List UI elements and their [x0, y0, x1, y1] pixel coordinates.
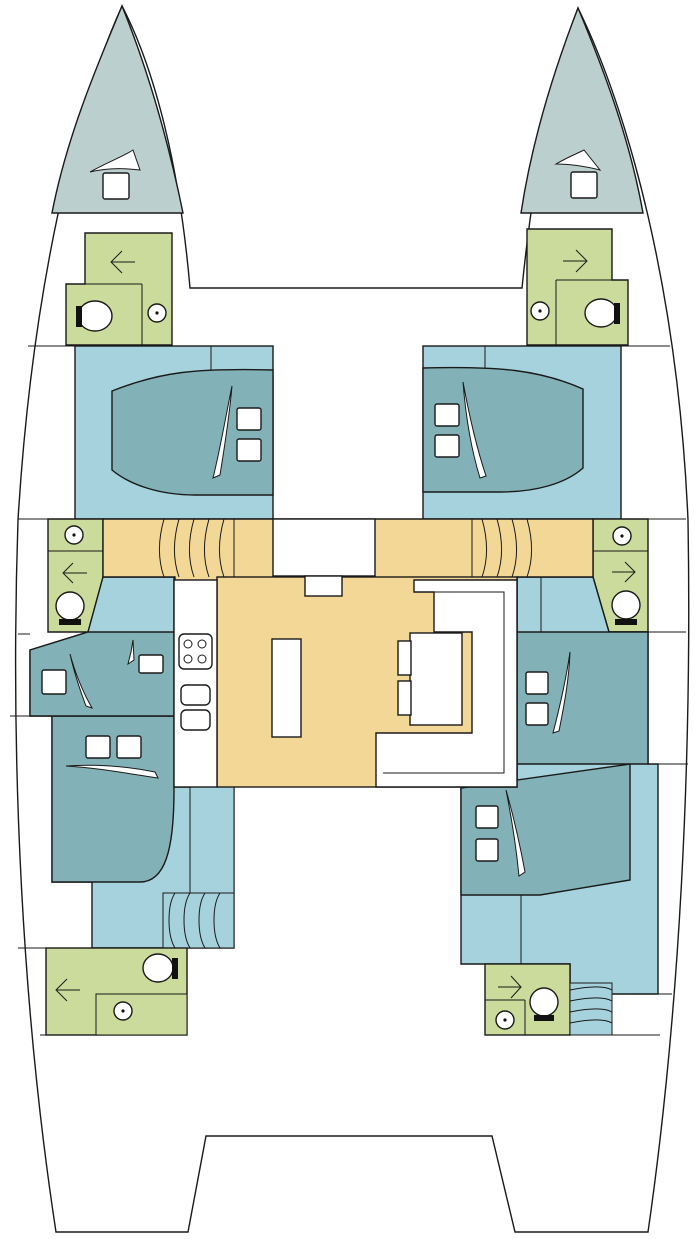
arrow-left-icon [55, 978, 80, 1002]
toilet-seat-icon [172, 958, 178, 979]
cabin-forward-port [74, 345, 274, 520]
pillow-icon [65, 764, 159, 779]
dinette-stool[interactable] [397, 640, 412, 676]
cockpit-edges [10, 345, 688, 1036]
nightstand-icon [475, 838, 499, 862]
nightstand-icon [236, 438, 262, 462]
nightstand-icon [41, 669, 67, 695]
toilet-icon [55, 591, 85, 621]
head-forward-starboard [526, 228, 629, 346]
arrow-right-icon [498, 975, 522, 999]
toilet-icon [77, 300, 113, 332]
cabin-forward-starboard [422, 345, 622, 520]
toilet-icon [142, 953, 174, 983]
locker-hatch-icon[interactable] [570, 171, 598, 199]
hatch-icon [554, 149, 602, 171]
double-berth[interactable] [422, 366, 584, 493]
forward-console [272, 518, 376, 577]
nightstand-icon [116, 735, 142, 759]
nightstand-icon [434, 403, 460, 427]
head-mid-port [47, 518, 104, 633]
nightstand-icon [475, 805, 499, 829]
toilet-icon [529, 987, 559, 1017]
companionway-steps-port[interactable] [159, 518, 235, 578]
toilet-seat-icon [76, 306, 82, 327]
saloon [102, 518, 594, 788]
companionway-steps-aft-starboard[interactable] [569, 982, 613, 1036]
bow-locker-starboard [520, 6, 644, 214]
toilet-seat-icon [534, 1015, 554, 1021]
double-berth[interactable] [516, 631, 649, 765]
toilet-seat-icon [614, 303, 620, 324]
nightstand-icon [138, 654, 164, 674]
toilet-seat-icon [59, 619, 81, 625]
pillow-icon [127, 639, 135, 666]
companionway-steps-aft-port[interactable] [162, 892, 235, 949]
pillow-icon [69, 653, 94, 709]
dinette [375, 579, 518, 788]
galley [173, 579, 218, 788]
dinette-stool[interactable] [397, 680, 412, 716]
head-forward-port [65, 232, 173, 346]
head-mid-starboard [592, 518, 649, 633]
pillow-icon [552, 651, 571, 734]
nightstand-icon [525, 671, 549, 695]
arrow-left-icon [110, 250, 135, 274]
arrow-right-icon [612, 561, 636, 583]
companionway-steps-starboard[interactable] [471, 518, 532, 578]
sink-icon[interactable] [180, 709, 211, 731]
bow-locker-port [51, 4, 184, 214]
arrow-right-icon [563, 249, 588, 273]
locker-hatch-icon[interactable] [102, 172, 130, 200]
galley-counter [173, 579, 218, 788]
nightstand-icon [236, 407, 262, 431]
toilet-icon [611, 590, 641, 620]
arrow-left-icon [62, 562, 87, 584]
dinette-settee[interactable] [375, 579, 518, 788]
saloon-table[interactable] [271, 638, 302, 738]
console-step [304, 575, 343, 597]
sink-icon[interactable] [180, 684, 211, 706]
bow-locker-starboard-fill [520, 6, 644, 214]
pillow-icon [212, 385, 233, 479]
pillow-icon [462, 381, 487, 479]
double-berth[interactable] [111, 368, 274, 496]
toilet-seat-icon [615, 619, 637, 625]
dinette-table[interactable] [409, 632, 463, 726]
hatch-icon [89, 149, 141, 173]
head-aft-port [45, 947, 188, 1036]
double-berth[interactable] [51, 715, 175, 883]
head-aft-starboard [484, 963, 613, 1036]
stove-icon[interactable] [178, 633, 213, 670]
toilet-icon [584, 298, 618, 328]
nightstand-icon [85, 735, 111, 759]
nightstand-icon [434, 434, 460, 458]
nightstand-icon [525, 702, 549, 726]
bow-locker-port-fill [51, 4, 184, 214]
pillow-icon [505, 789, 526, 877]
double-berth[interactable] [460, 763, 631, 896]
vanity-counter [95, 993, 188, 1036]
